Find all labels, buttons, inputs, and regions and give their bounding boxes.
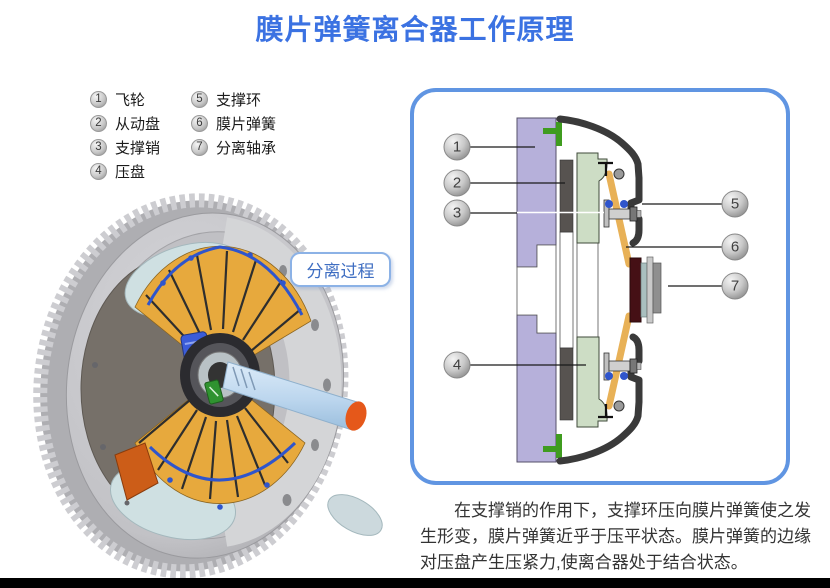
callout-6: 6 (721, 233, 749, 261)
legend-label: 支撑环 (216, 92, 262, 109)
spring-fingers (138, 250, 302, 500)
pivot-circle-bottom (613, 400, 625, 412)
legend-label: 分离轴承 (216, 140, 277, 157)
legend-label: 从动盘 (115, 116, 161, 133)
driven-plate-cross-section (559, 159, 574, 421)
diagram-callouts: 1 2 3 4 5 6 7 (443, 133, 749, 379)
callout-number: 3 (453, 205, 461, 222)
callout-number: 2 (453, 175, 461, 192)
input-shaft-3d (222, 361, 367, 431)
legend-label: 膜片弹簧 (216, 116, 277, 133)
orange-wedge (114, 442, 159, 501)
legend-label: 支撑销 (115, 140, 161, 157)
legend-column-2: 5 支撑环 6 膜片弹簧 7 分离轴承 (191, 91, 276, 163)
support-pin-assembly-top (598, 161, 642, 228)
callout-number: 1 (453, 139, 461, 156)
callout-number: 4 (453, 357, 461, 374)
callout-number: 7 (731, 278, 739, 295)
legend-item-driven-plate: 2 从动盘 (90, 115, 161, 133)
clutch-3d-illustration (33, 193, 383, 579)
legend-number-badge: 2 (90, 115, 107, 132)
support-ring-dots (605, 200, 628, 380)
pivot-circle-top (613, 168, 625, 180)
bottom-bar (0, 578, 830, 588)
caption-text: 在支撑销的作用下，支撑环压向膜片弹簧使之发生形变，膜片弹簧近乎于压平状态。膜片弹… (420, 501, 811, 572)
flywheel-clips (543, 122, 562, 458)
legend-item-support-pin: 3 支撑销 (90, 139, 161, 157)
release-bearing-cross-section (629, 256, 662, 324)
flywheel-bolts (92, 362, 130, 506)
clutch-cover-cross-section (556, 115, 643, 465)
legend-number-badge: 4 (90, 163, 107, 180)
callout-2: 2 (443, 169, 471, 197)
callout-1: 1 (443, 133, 471, 161)
legend-item-release-bearing: 7 分离轴承 (191, 139, 277, 157)
callout-number: 5 (731, 196, 739, 213)
legend-item-support-ring: 5 支撑环 (191, 91, 276, 109)
legend-number-badge: 5 (191, 91, 208, 108)
spring-wire-bottom (148, 441, 297, 482)
cross-section-diagram: 1 2 3 4 5 6 7 (443, 115, 749, 465)
callout-5: 5 (721, 190, 749, 218)
callout-4: 4 (443, 351, 471, 379)
legend-label: 压盘 (115, 164, 146, 181)
diaphragm-spring-3d (134, 245, 312, 510)
stage-button[interactable]: 分离过程 (290, 252, 391, 287)
spring-wire-beads (160, 252, 286, 510)
legend-number-badge: 7 (191, 139, 208, 156)
legend-number-badge: 1 (90, 91, 107, 108)
callout-leaders (470, 146, 722, 366)
legend-column-1: 1 飞轮 2 从动盘 3 支撑销 4 压盘 (90, 91, 160, 187)
pressure-plate-lug-right (327, 494, 383, 536)
support-pin-assembly-bottom (598, 352, 642, 419)
legend-item-pressure-plate: 4 压盘 (90, 163, 160, 181)
shaft-tip (345, 401, 367, 431)
callout-3: 3 (443, 199, 471, 227)
legend-number-badge: 6 (191, 115, 208, 132)
page-title: 膜片弹簧离合器工作原理 (255, 14, 575, 45)
stage-button-label: 分离过程 (306, 262, 375, 281)
legend-item-flywheel: 1 飞轮 (90, 91, 160, 109)
callout-number: 6 (731, 239, 739, 256)
legend-item-diaphragm-spring: 6 膜片弹簧 (191, 115, 277, 133)
legend-label: 飞轮 (115, 92, 146, 109)
cross-section-panel: 1 2 3 4 5 6 7 (410, 88, 790, 485)
callout-7: 7 (721, 272, 749, 300)
legend-number-badge: 3 (90, 139, 107, 156)
